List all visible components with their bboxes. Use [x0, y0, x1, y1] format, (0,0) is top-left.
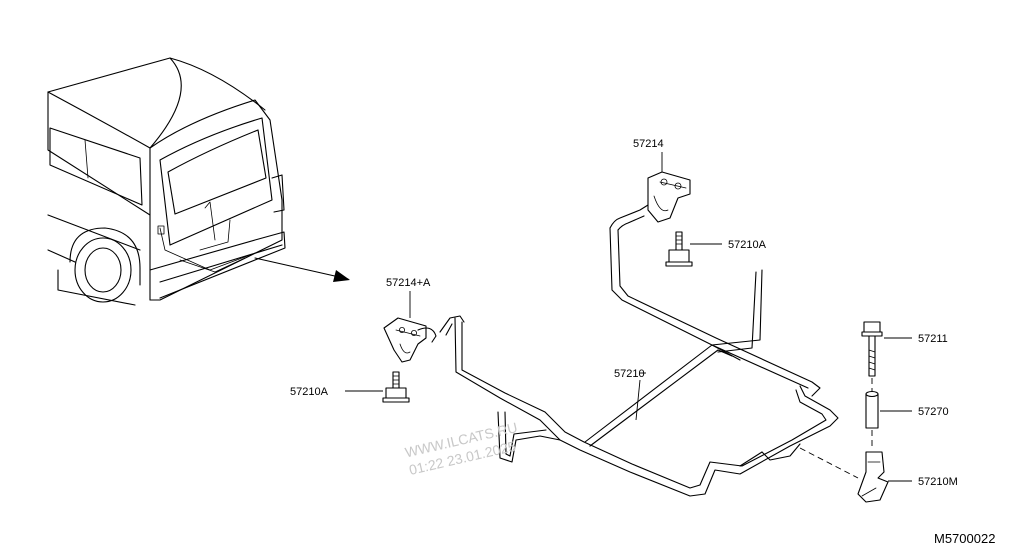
bracket-57214a: [383, 291, 437, 363]
callout-57210m: 57210M: [918, 476, 958, 488]
callout-57214a: 57214+A: [386, 277, 431, 289]
spare-tire-carrier-frame: [439, 204, 839, 497]
bolt-57210a-left: [345, 371, 410, 403]
callout-57210: 57210: [614, 368, 645, 380]
assembly-centerline: [799, 447, 859, 479]
callout-57210a-right: 57210A: [728, 239, 767, 251]
callout-57211: 57211: [918, 333, 948, 345]
direction-arrow: [254, 257, 350, 282]
callout-57214: 57214: [633, 138, 664, 150]
long-bolt-57211: [861, 321, 912, 377]
watermark: WWW.ILCATS.RU 01:22 23.01.2025: [403, 419, 518, 478]
callout-57270: 57270: [918, 406, 949, 418]
clip-57210m: [857, 451, 912, 503]
bolt-57210a-right: [665, 231, 722, 267]
van-rear-view: [47, 57, 286, 306]
diagram-code: M5700022: [934, 531, 995, 546]
bracket-57214: [647, 152, 691, 223]
spacer-57270: [865, 390, 912, 429]
callout-57210a-left: 57210A: [290, 386, 329, 398]
